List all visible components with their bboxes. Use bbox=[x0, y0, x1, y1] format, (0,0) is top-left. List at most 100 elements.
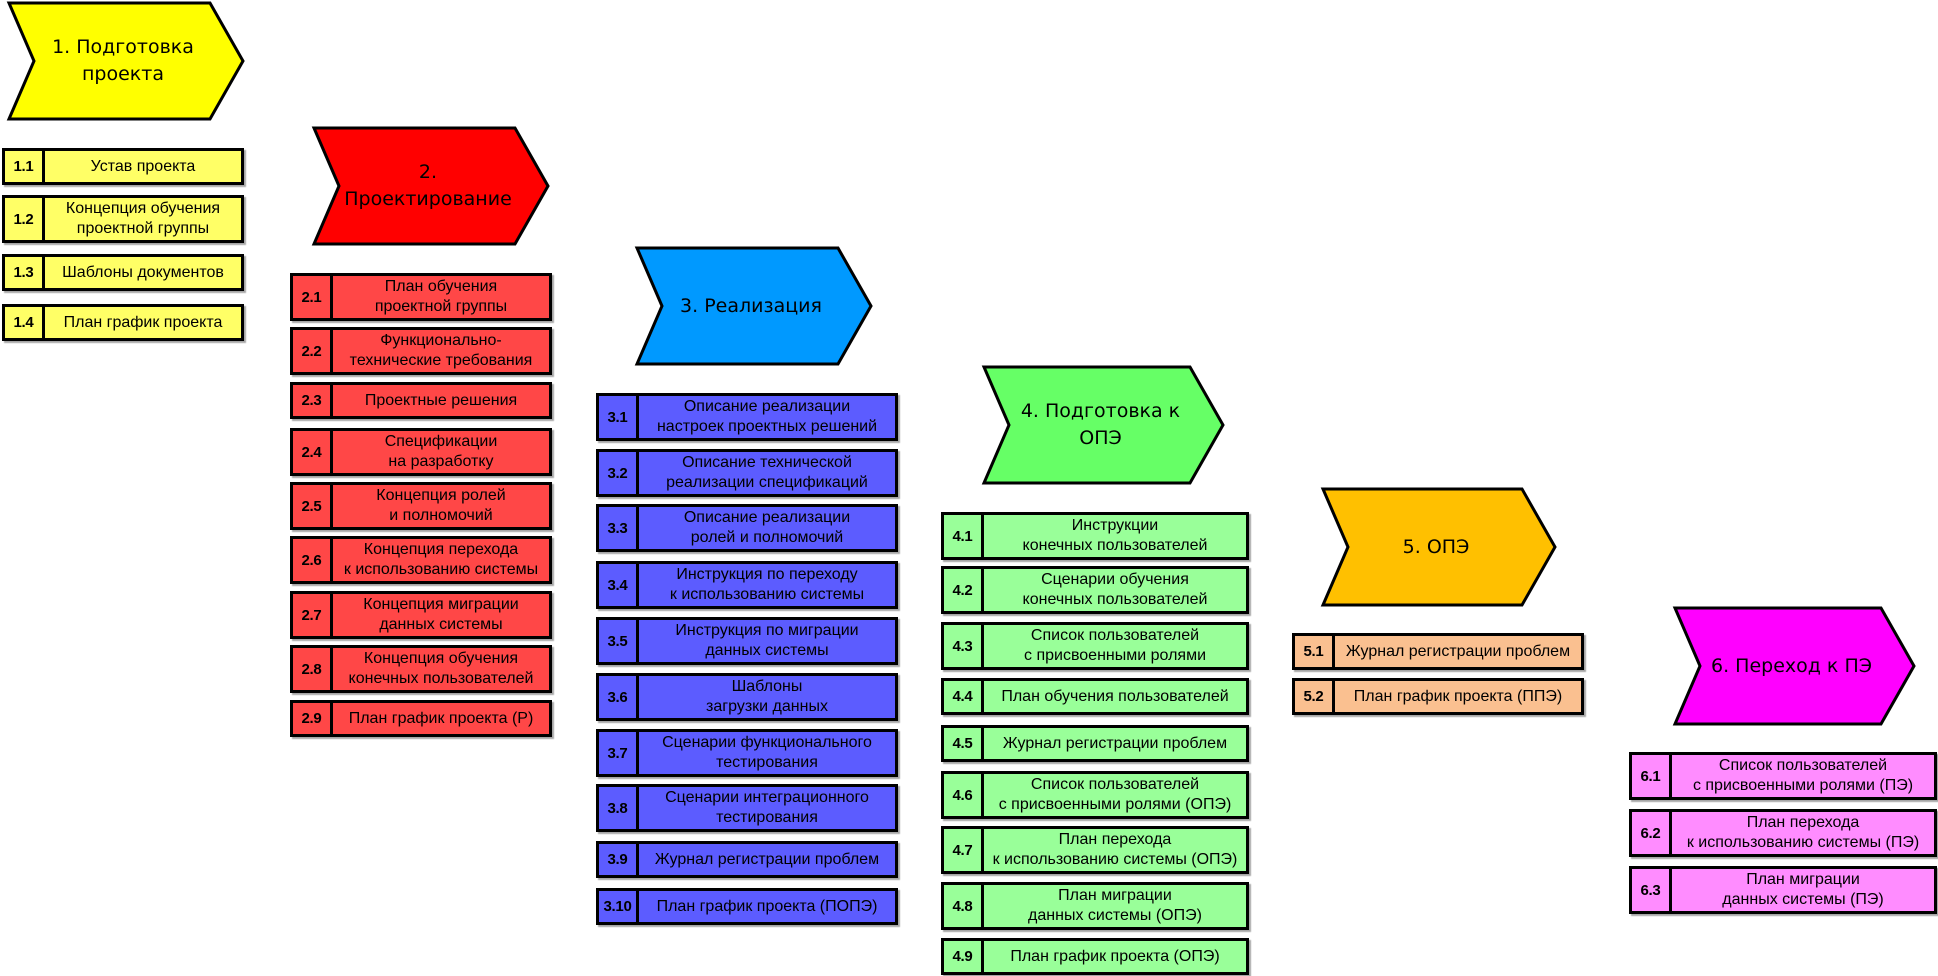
deliverable-number: 3.10 bbox=[599, 891, 639, 922]
deliverable-number: 4.4 bbox=[944, 681, 984, 712]
phase-1-chevron-shape bbox=[6, 1, 245, 121]
phase-1-chevron bbox=[6, 1, 245, 121]
deliverable-item: 4.5 Журнал регистрации проблем bbox=[941, 725, 1249, 762]
phase-6-chevron bbox=[1672, 606, 1916, 726]
deliverable-item: 2.4 Спецификации на разработку bbox=[290, 428, 552, 476]
deliverable-title: Устав проекта bbox=[90, 157, 196, 175]
deliverable-item: 3.5 Инструкция по миграции данных системы bbox=[596, 617, 898, 665]
deliverable-number: 3.8 bbox=[599, 787, 639, 829]
phase-4-chevron-shape bbox=[981, 365, 1225, 485]
deliverable-item: 4.9 План график проекта (ОПЭ) bbox=[941, 938, 1249, 975]
deliverable-title: Инструкции конечных пользователей bbox=[1022, 517, 1208, 554]
deliverable-item: 4.1 Инструкции конечных пользователей bbox=[941, 512, 1249, 560]
deliverable-number: 2.8 bbox=[293, 648, 333, 690]
phase-1-title: 1. Подготовка проекта bbox=[52, 36, 194, 85]
deliverable-item: 2.5 Концепция ролей и полномочий bbox=[290, 482, 552, 530]
deliverable-number: 2.3 bbox=[293, 385, 333, 416]
deliverable-number: 3.2 bbox=[599, 452, 639, 494]
deliverable-item: 4.6 Список пользователей с присвоенными р… bbox=[941, 771, 1249, 819]
deliverable-title: План график проекта (ППЭ) bbox=[1353, 687, 1563, 705]
deliverable-number: 4.7 bbox=[944, 829, 984, 871]
deliverable-item: 2.1 План обучения проектной группы bbox=[290, 273, 552, 321]
phase-3-chevron bbox=[634, 246, 873, 366]
deliverable-title: Концепция перехода к использованию систе… bbox=[343, 541, 539, 578]
deliverable-item: 5.2 План график проекта (ППЭ) bbox=[1292, 678, 1584, 715]
deliverable-title: План график проекта (ПОПЭ) bbox=[656, 897, 878, 915]
deliverable-title: План график проекта (ОПЭ) bbox=[1010, 947, 1220, 965]
deliverable-number: 2.5 bbox=[293, 485, 333, 527]
deliverable-title: План обучения пользователей bbox=[1001, 687, 1229, 705]
deliverable-title: Сценарии обучения конечных пользователей bbox=[1022, 571, 1208, 608]
deliverable-title: Список пользователей с присвоенными роля… bbox=[1692, 757, 1914, 794]
deliverable-number: 1.4 bbox=[5, 307, 45, 338]
deliverable-number: 1.2 bbox=[5, 198, 45, 240]
deliverable-title: Концепция обучения конечных пользователе… bbox=[348, 650, 534, 687]
deliverable-title: План обучения проектной группы bbox=[374, 278, 508, 315]
deliverable-number: 2.9 bbox=[293, 703, 333, 734]
deliverable-number: 4.3 bbox=[944, 625, 984, 667]
deliverable-title: Описание технической реализации специфик… bbox=[666, 454, 868, 491]
deliverable-number: 4.8 bbox=[944, 885, 984, 927]
deliverable-title: Журнал регистрации проблем bbox=[654, 850, 880, 868]
deliverable-number: 3.1 bbox=[599, 396, 639, 438]
deliverable-title: Сценарии интеграционного тестирования bbox=[665, 789, 869, 826]
deliverable-number: 4.6 bbox=[944, 774, 984, 816]
phase-3-chevron-shape bbox=[634, 246, 873, 366]
deliverable-title: Описание реализации ролей и полномочий bbox=[683, 509, 851, 546]
phase-4-title: 4. Подготовка к ОПЭ bbox=[1020, 400, 1181, 449]
deliverable-title: Журнал регистрации проблем bbox=[1345, 642, 1571, 660]
deliverable-number: 2.1 bbox=[293, 276, 333, 318]
deliverable-number: 6.1 bbox=[1632, 755, 1672, 797]
deliverable-number: 5.2 bbox=[1295, 681, 1335, 712]
deliverable-item: 1.1 Устав проекта bbox=[2, 148, 244, 185]
deliverable-title: Функционально- технические требования bbox=[349, 332, 533, 369]
deliverable-number: 3.5 bbox=[599, 620, 639, 662]
deliverable-number: 4.2 bbox=[944, 569, 984, 611]
deliverable-number: 2.4 bbox=[293, 431, 333, 473]
deliverable-number: 3.3 bbox=[599, 507, 639, 549]
phase-2-chevron bbox=[311, 126, 550, 246]
deliverable-title: Спецификации на разработку bbox=[384, 433, 498, 470]
deliverable-item: 3.3 Описание реализации ролей и полномочи… bbox=[596, 504, 898, 552]
deliverable-title: Инструкция по миграции данных системы bbox=[675, 622, 859, 659]
deliverable-title: Журнал регистрации проблем bbox=[1002, 734, 1228, 752]
deliverable-number: 4.5 bbox=[944, 728, 984, 759]
deliverable-title: План график проекта (Р) bbox=[348, 709, 534, 727]
deliverable-number: 1.3 bbox=[5, 257, 45, 288]
deliverable-title: Концепция ролей и полномочий bbox=[376, 487, 506, 524]
deliverable-item: 1.2 Концепция обучения проектной группы bbox=[2, 195, 244, 243]
deliverable-item: 2.9 План график проекта (Р) bbox=[290, 700, 552, 737]
phase-5-chevron bbox=[1320, 487, 1557, 607]
deliverable-title: План миграции данных системы (ОПЭ) bbox=[1028, 887, 1202, 924]
deliverable-title: Список пользователей с присвоенными роля… bbox=[1024, 627, 1206, 664]
deliverable-title: Список пользователей с присвоенными роля… bbox=[998, 776, 1232, 813]
deliverable-title: Шаблоны загрузки данных bbox=[706, 678, 828, 715]
deliverable-item: 3.1 Описание реализации настроек проектны… bbox=[596, 393, 898, 441]
deliverable-number: 4.1 bbox=[944, 515, 984, 557]
deliverable-title: Проектные решения bbox=[364, 391, 518, 409]
phase-6-chevron-shape bbox=[1672, 606, 1916, 726]
deliverable-number: 4.9 bbox=[944, 941, 984, 972]
deliverable-title: Концепция обучения проектной группы bbox=[65, 200, 221, 237]
phase-4-chevron bbox=[981, 365, 1225, 485]
deliverable-title: Описание реализации настроек проектных р… bbox=[656, 398, 878, 435]
deliverable-title: Концепция миграции данных системы bbox=[363, 596, 519, 633]
deliverable-item: 3.10 План график проекта (ПОПЭ) bbox=[596, 888, 898, 925]
deliverable-number: 1.1 bbox=[5, 151, 45, 182]
deliverable-title: Сценарии функционального тестирования bbox=[662, 734, 872, 771]
deliverable-number: 3.4 bbox=[599, 564, 639, 606]
phase-5-title: 5. ОПЭ bbox=[1402, 535, 1470, 558]
